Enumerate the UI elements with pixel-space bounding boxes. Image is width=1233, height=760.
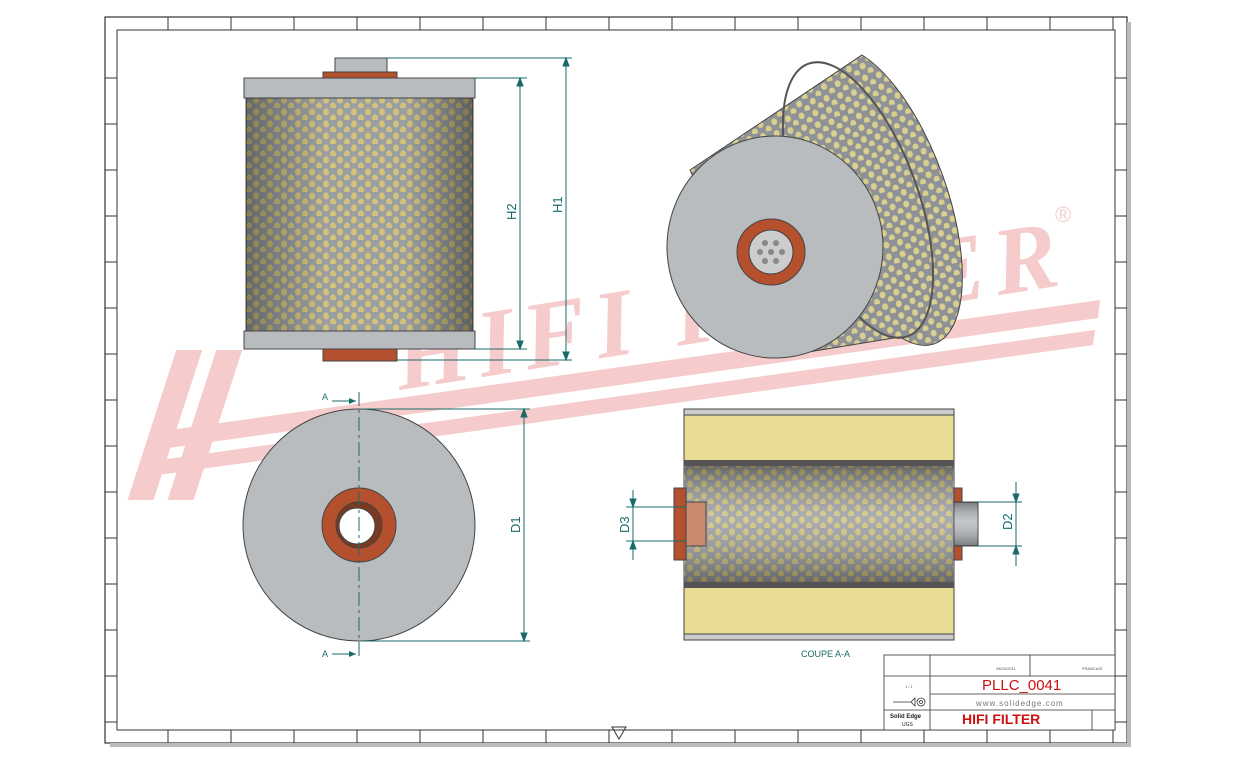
title-language: FRANCAIS [1082,666,1103,671]
title-date: 28/03/2011 [996,666,1016,671]
title-software-vendor: UGS [902,722,914,728]
title-software: Solid Edge [890,714,922,720]
section-marker-top: A [322,392,328,402]
top-view [242,392,476,660]
front-view [243,57,476,362]
watermark-registered: ® [1055,202,1071,227]
title-website: www.solidedge.com [975,699,1064,708]
projection-symbol [611,726,627,740]
dimension-d2-d3 [626,482,1022,566]
section-caption: COUPE A-A [801,649,850,659]
dimension-d1 [362,407,530,643]
title-part-number: PLLC_0041 [982,677,1061,694]
dimension-h1-h2 [387,56,572,362]
section-marker-bottom: A [322,649,328,659]
sheet-border [104,16,1131,747]
dim-h2-label: H2 [504,203,519,220]
isometric-view [666,54,963,359]
dim-d2-label: D2 [1000,513,1015,530]
sheet-grid-ticks [105,17,1127,743]
title-scale: 1 / 1 [905,684,914,689]
title-brand: HIFI FILTER [962,711,1040,727]
dim-d1-label: D1 [508,516,523,533]
dim-h1-label: H1 [550,196,565,213]
dim-d3-label: D3 [617,516,632,533]
section-view [673,408,979,641]
title-block [883,654,1116,731]
